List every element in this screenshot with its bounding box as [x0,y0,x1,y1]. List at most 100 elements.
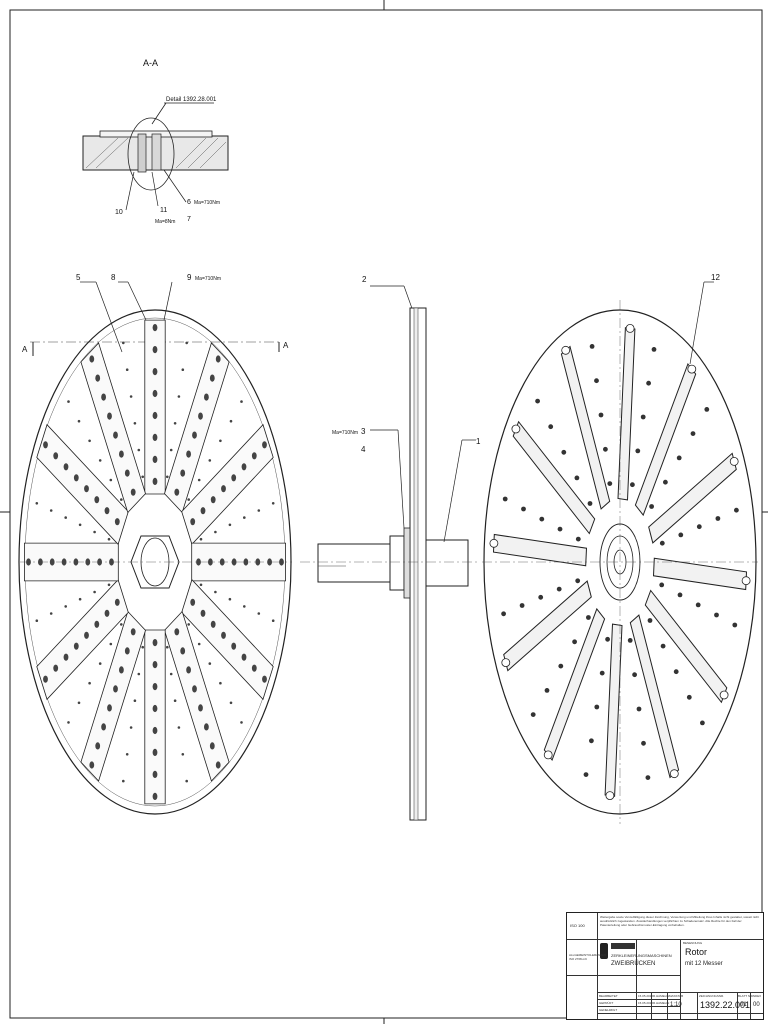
holder-bolt [174,488,180,496]
rear-knife [617,327,636,501]
bolt-hole [651,347,657,352]
bolt-hole [676,455,682,461]
knife-holder [80,610,146,782]
bolt-hole [641,740,646,746]
bolt-hole [107,537,111,541]
holder-bolt [215,355,221,363]
bolt-hole [125,753,129,756]
holder-bolt [215,761,221,769]
holder-bolt [196,558,201,566]
bolt-hole [627,638,633,643]
holder-bolt [204,723,209,731]
holder-bolt [107,704,112,712]
bolt-hole [544,688,550,693]
drawing-subtitle: mit 12 Messer [685,961,723,967]
holder-bolt [152,770,158,779]
holder-bolt [89,761,95,769]
holder-bolt [198,412,203,420]
bolt-hole [137,672,141,676]
bolt-hole [166,645,169,649]
holder-bolt [209,742,215,750]
tolerance-note: ALLGEMEINTOLERANZEN ISO 2768-mK [569,953,607,961]
holder-bolt [231,474,237,482]
rear-knife [648,452,737,544]
bolt-hole [575,536,581,542]
rear-knife [604,623,623,797]
bolt-hole [120,498,123,501]
bolt-hole [88,681,91,685]
bolt-hole [636,706,642,712]
benennung-label: BENENNUNG [683,941,703,945]
callout-1: 1 [476,437,481,446]
company-line-2: ZWEIBRÜCKEN [611,961,656,967]
torque-large-section: Ma=710Nm [194,200,220,206]
bolt-hole [243,516,246,519]
drawing-number: 1392.22.001 [700,1000,751,1010]
holder-bolt [190,518,196,526]
callout-4: 4 [361,445,366,454]
section-view-a-a: A-A Detail 1392.28.001 10 11 Ma=8Nm 6 Ma… [82,58,229,225]
holder-bolt [231,642,237,650]
bolt-hole [98,459,102,462]
bolt-hole [137,448,141,452]
knife-holder [181,423,274,546]
massstab-label: MASSTAB [669,994,684,998]
bolt-hole [197,642,201,646]
bolt-hole [129,395,133,398]
knife-holder [144,629,166,805]
knife-end-block [543,750,553,760]
bolt-hole [125,368,129,372]
bolt-hole [704,407,710,412]
bolt-hole [141,645,144,649]
bolt-hole [229,701,233,705]
holder-bolt [107,412,112,420]
knife-end-block [625,323,635,333]
knife-holder [23,542,119,582]
holder-bolt [152,346,158,354]
holder-bolt [192,431,197,439]
knife-end-block [741,576,751,586]
holder-bolt [221,485,226,493]
knife-holder [36,578,129,701]
holder-bolt [152,661,158,669]
bolt-hole [561,449,567,455]
holder-bolt [130,488,136,496]
bolt-hole [129,726,133,729]
holder-bolt [152,411,158,420]
holder-bolt [152,433,158,441]
bolt-hole [49,612,53,615]
knife-end-block [687,364,697,374]
bolt-hole [640,414,646,420]
bolt-hole [673,669,679,675]
holder-bolt [152,792,158,801]
holder-bolt [63,463,69,471]
bolt-hole [603,446,608,452]
bolt-hole [197,478,201,482]
holder-bolt [84,631,89,639]
rear-knife [629,614,680,779]
bolt-hole [177,395,181,398]
drawing-title: Rotor [685,947,708,957]
bolt-hole [64,605,67,608]
bolt-hole [732,622,738,628]
bolt-hole [67,400,70,403]
holder-bolt [221,631,226,639]
row-bearbeitet-name: R.HAMELIN [653,994,670,998]
bolt-hole [208,459,212,462]
holder-bolt [241,653,247,661]
knife-end-block [511,424,521,434]
holder-bolt [130,628,136,636]
holder-bolt [101,393,106,401]
bolt-hole [240,721,243,724]
bolt-hole [632,672,637,678]
holder-bolt [43,441,48,449]
row-genehmigt-label: GENEHMIGT [599,1008,618,1012]
index-label: INDEX [752,994,762,998]
bolt-hole [243,605,246,608]
rear-knife [492,533,588,567]
bolt-hole [575,578,581,584]
holder-bolt [124,469,130,477]
holder-bolt [53,664,59,672]
bolt-hole [173,699,177,702]
knife-end-block [729,456,739,466]
